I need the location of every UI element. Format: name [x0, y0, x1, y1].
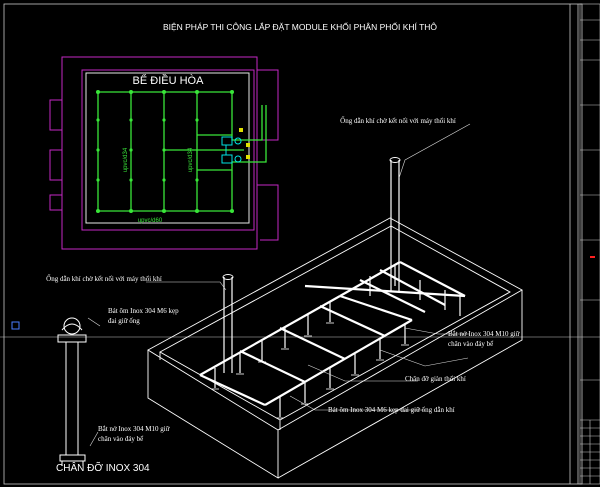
iso-basin-right-wall: [277, 290, 523, 479]
note-left-pipe: Ống dẫn khí chờ kết nối với máy thổi khí: [46, 275, 162, 283]
iso-pipe-grid: [199, 261, 466, 406]
plan-pipe-label-2: upvc/d34: [188, 147, 194, 172]
ucs-marker-icon: [11, 321, 20, 330]
iso-supports: [214, 266, 461, 417]
iso-riser-right: [389, 157, 401, 292]
iso-basin-top-inner: [159, 225, 511, 421]
note-anchor-right-2: chân vào đáy bể: [448, 340, 494, 348]
basin-outline: [85, 72, 250, 224]
isometric-view: [147, 157, 523, 479]
note-anchor-right-1: Bắt nở Inox 304 M10 giữ: [448, 330, 520, 338]
tank-walls: [49, 56, 279, 250]
plan-valve-assembly: [221, 136, 242, 164]
drawing-frame: [0, 3, 600, 485]
iso-basin-front-wall: [147, 350, 279, 479]
note-support-right: Chân đỡ giàn thổi khí: [405, 375, 466, 383]
detail-clamp-line-2: đai giữ ống: [108, 317, 140, 325]
plan-pipe-label-1: upvc/d34: [123, 147, 129, 172]
detail-clamp-line-1: Bát ôm Inox 304 M6 kẹp: [108, 307, 179, 315]
title-block-red-tick: [590, 256, 595, 258]
title-block: [579, 3, 600, 485]
note-clamp-right: Bát ôm Inox 304 M6 kẹp đai giữ ống dẫn k…: [328, 406, 455, 414]
iso-support-feet: [211, 322, 409, 419]
plan-tank-label: BỂ ĐIỀU HÒA: [133, 74, 205, 87]
support-detail: [57, 317, 87, 466]
iso-riser-left: [222, 274, 234, 373]
detail-anchor-line-2: chân vào đáy bể: [98, 435, 144, 443]
plan-view: BỂ ĐIỀU HÒA: [49, 56, 279, 250]
plan-markers: [239, 128, 250, 159]
note-top-pipe: Ống dẫn khí chờ kết nối với máy thổi khí: [340, 117, 456, 125]
plan-pipe-label-3: upvc/d60: [138, 218, 163, 224]
plan-pipe-fittings: [96, 90, 234, 213]
detail-anchor-line-1: Bắt nở Inox 304 M10 giữ: [98, 425, 170, 433]
drawing-title: BIỆN PHÁP THI CÔNG LẮP ĐẶT MODULE KHỐI P…: [163, 21, 437, 32]
leader-lines: [87, 123, 471, 447]
detail-caption: CHÂN ĐỠ INOX 304: [56, 461, 150, 474]
